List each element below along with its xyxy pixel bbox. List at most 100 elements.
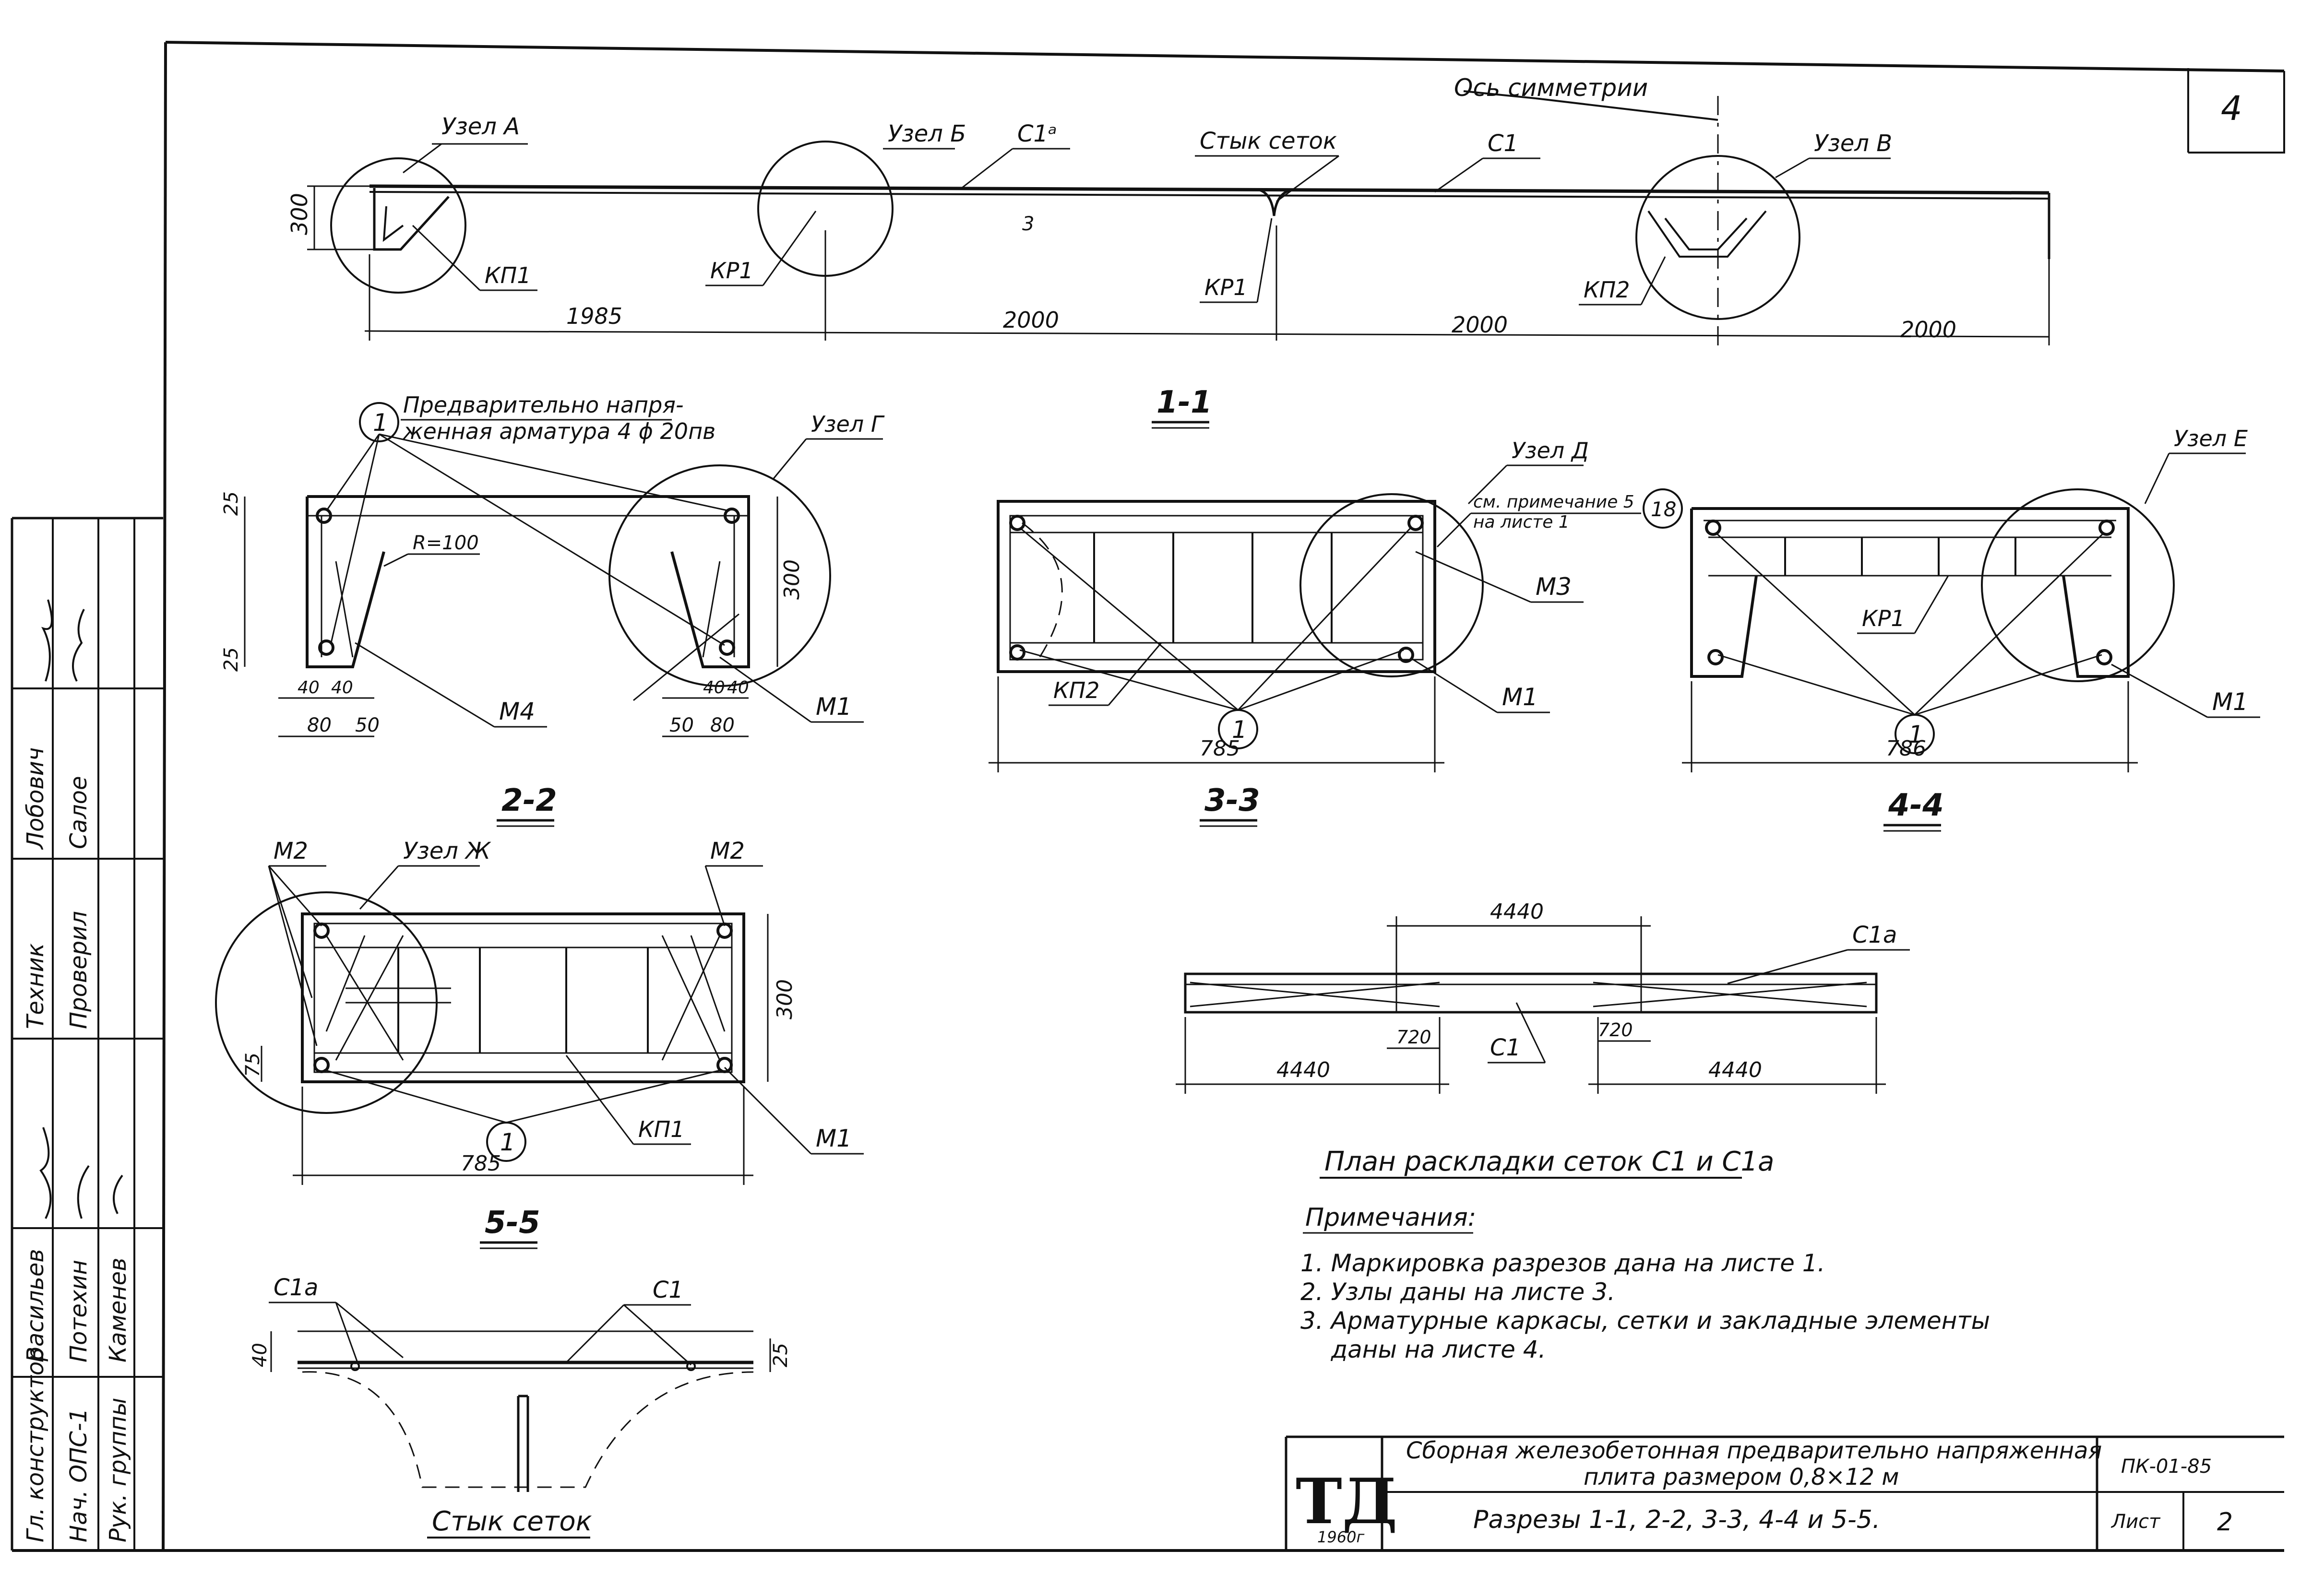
node-a-circle — [330, 157, 466, 294]
stamp-name-3: Каменев — [105, 1258, 131, 1362]
dim-2-2-height: 300 — [780, 559, 804, 600]
section-4-4-title: 4-4 — [1888, 788, 1944, 823]
sheet-frame — [11, 41, 2285, 1552]
dim-3-3-width: 785 — [1200, 736, 1240, 761]
note-2: 2. Узлы даны на листе 3. — [1300, 1278, 1615, 1306]
mesh-joint-title: Стык сеток — [432, 1506, 592, 1537]
dim-2-2-a: 40 — [298, 678, 320, 698]
joint-dim-25: 25 — [770, 1343, 792, 1367]
mesh-joint-label: Стык сеток — [1200, 128, 1337, 154]
tb-sheet-label: Лист — [2110, 1511, 2161, 1533]
joint-c1a-label: C1a — [274, 1274, 318, 1301]
stamp-role-2: Нач. ОПС-1 — [65, 1408, 92, 1542]
side-stamp: Гл. конструктор Нач. ОПС-1 Рук. группы В… — [12, 518, 163, 1550]
stamp-role-5: Лобович — [22, 747, 49, 850]
node-g-label: Узел Г — [811, 411, 885, 437]
prestress-note-1: Предварительно напря- — [403, 392, 684, 418]
notes-heading: Примечания: — [1305, 1203, 1476, 1232]
plan-dim-j1: 720 — [1396, 1027, 1431, 1048]
dim-1-1-height: 300 — [286, 193, 312, 235]
m1-4-4-label: М1 — [2212, 688, 2248, 716]
section-4-4: 1 Узел Е КР1 М1 786 4-4 — [1682, 426, 2260, 832]
dim-1-1-d3: 2000 — [1452, 312, 1508, 338]
plan-dim-right: 4440 — [1708, 1058, 1762, 1082]
node-d-label: Узел Д — [1512, 438, 1589, 463]
plan-c1a-label: C1a — [1852, 922, 1897, 948]
stamp-name-2: Потехин — [65, 1260, 92, 1362]
node-zh-circle — [215, 891, 438, 1114]
stamp-name-5: Салое — [65, 776, 92, 849]
section-5-5-title: 5-5 — [485, 1205, 540, 1241]
dim-2-2-h: 40 — [727, 678, 749, 698]
signature-1 — [41, 599, 85, 682]
dim-1-1-d1: 1985 — [566, 303, 622, 329]
node-e-label: Узел Е — [2174, 426, 2248, 451]
dim-1-1-d2: 2000 — [1003, 307, 1059, 333]
tb-code: ПК-01-85 — [2121, 1456, 2212, 1478]
dim-5-5-width: 785 — [461, 1151, 501, 1176]
section-3-3-title: 3-3 — [1204, 783, 1260, 818]
dim-2-2-c: 80 — [307, 714, 332, 736]
stamp-name-4: Проверил — [65, 911, 92, 1029]
plan-c1-label: C1 — [1490, 1034, 1521, 1061]
node-zh-label: Узел Ж — [403, 838, 491, 864]
m1-3-3-label: М1 — [1502, 683, 1538, 711]
dim-2-2-b: 40 — [331, 678, 353, 698]
kr1-4-4-label: КР1 — [1862, 605, 1905, 631]
mark-3: 3 — [1022, 213, 1034, 235]
stamp-role-3: Рук. группы — [105, 1397, 131, 1542]
m1-5-5-label: М1 — [816, 1124, 852, 1152]
kr1a-label: КР1 — [710, 258, 753, 284]
callout-1-2-2-text: 1 — [373, 409, 388, 437]
section-2-2-title: 2-2 — [501, 783, 557, 818]
mesh-joint-detail: C1a C1 40 25 Стык сеток — [249, 1274, 792, 1539]
title-block: ТД 1960г Сборная железобетонная предвари… — [1285, 1435, 2284, 1550]
joint-dim-40: 40 — [249, 1343, 271, 1367]
dim-2-2-f: 80 — [710, 714, 735, 736]
tb-title-2: плита размером 0,8×12 м — [1584, 1464, 1899, 1491]
node-b-label: Узел Б — [888, 120, 966, 147]
kp1-label: КП1 — [485, 262, 531, 288]
stamp-role-4: Техник — [22, 943, 49, 1029]
c1a-label: C1ᵃ — [1017, 120, 1057, 147]
note-1: 1. Маркировка разрезов дана на листе 1. — [1300, 1249, 1825, 1277]
plan-dim-left: 4440 — [1276, 1058, 1330, 1082]
note-ref-2: на листе 1 — [1473, 512, 1570, 532]
note-4: даны на листе 4. — [1300, 1336, 1546, 1363]
prestress-note-2: женная арматура 4 ϕ 20пв — [403, 418, 715, 444]
mesh-layout-plan: 4440 4440 4440 720 720 C1a C1 План раскл… — [1176, 900, 1910, 1179]
dim-2-2-e: 50 — [669, 714, 694, 736]
stamp-role-1: Гл. конструктор — [22, 1347, 49, 1542]
callout-1-5-5-text: 1 — [500, 1128, 515, 1156]
m2a-label: М2 — [274, 838, 308, 864]
dim-5-5-left: 75 — [242, 1053, 264, 1077]
dim-5-5-height: 300 — [773, 979, 797, 1019]
tb-title-1: Сборная железобетонная предварительно на… — [1406, 1437, 2102, 1464]
mesh-plan-title: План раскладки сеток C1 и C1a — [1324, 1146, 1774, 1177]
dim-2-2-d: 50 — [355, 714, 380, 736]
radius-label: R=100 — [413, 532, 479, 554]
c1-label: C1 — [1488, 130, 1518, 157]
plan-dim-j2: 720 — [1598, 1019, 1633, 1041]
section-1-1-title: 1-1 — [1156, 385, 1212, 420]
note-3: 3. Арматурные каркасы, сетки и закладные… — [1300, 1307, 1990, 1335]
note-ref-1: см. примечание 5 — [1473, 492, 1634, 512]
kp2-label: КП2 — [1584, 277, 1630, 303]
sheet-corner-number: 4 — [2221, 89, 2242, 128]
plan-dim-top: 4440 — [1490, 900, 1544, 924]
stamp-name-1: Васильев — [22, 1249, 49, 1362]
callout-18 — [1643, 488, 1683, 529]
m3-label: М3 — [1536, 573, 1572, 601]
section-1-1: 300 1985 2000 2000 2000 Ось симметрии Уз… — [286, 74, 2050, 429]
section-2-2: 1 Предварительно напря- женная арматура … — [220, 392, 885, 827]
dim-1-1-d4: 2000 — [1900, 317, 1956, 343]
kr1b-label: КР1 — [1204, 274, 1248, 300]
node-d-circle — [1299, 493, 1484, 677]
tb-subtitle: Разрезы 1-1, 2-2, 3-3, 4-4 и 5-5. — [1473, 1505, 1880, 1534]
dim-2-2-g: 40 — [703, 678, 725, 698]
signature-2 — [39, 1127, 123, 1219]
section-3-3: 1 Узел Д см. примечание 5 на листе 1 18 … — [989, 438, 1683, 827]
notes-block: Примечания: 1. Маркировка разрезов дана … — [1300, 1203, 1990, 1363]
axis-of-symmetry: Ось симметрии — [1454, 74, 1648, 102]
